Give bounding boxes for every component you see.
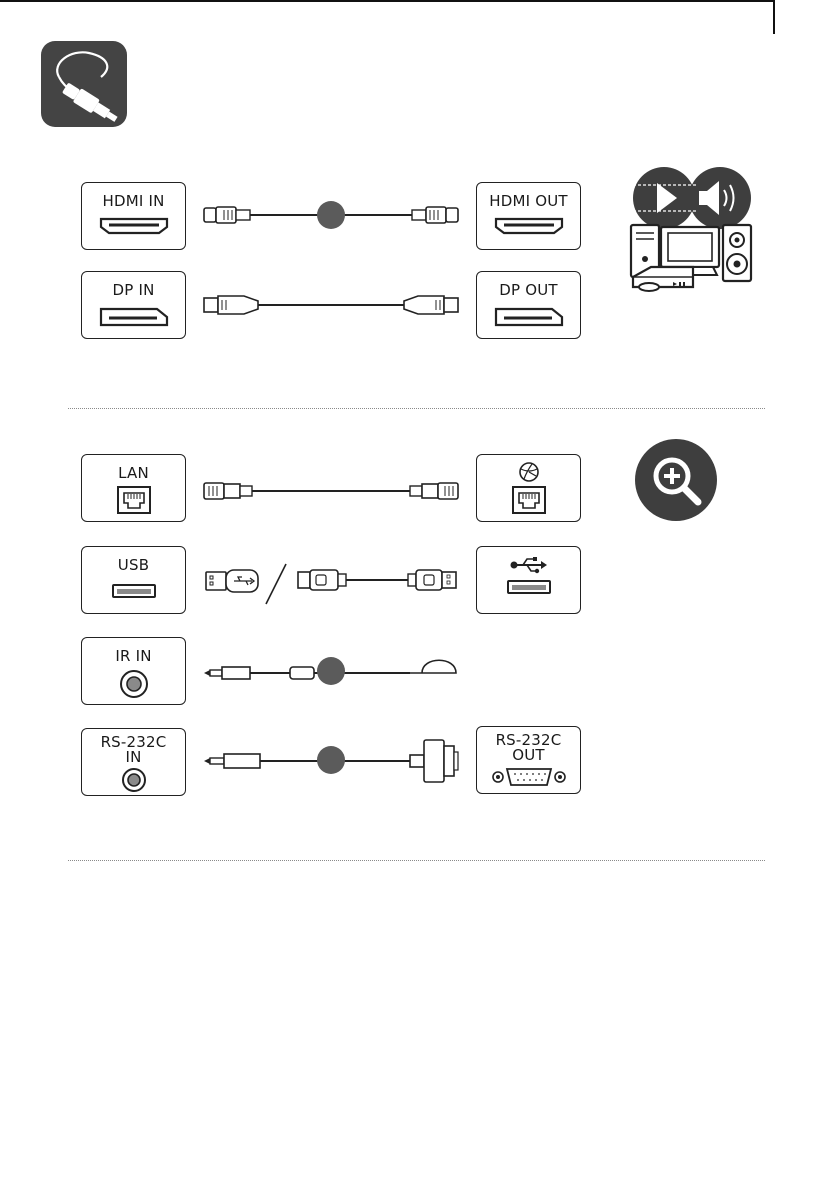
rs232c-in-label: RS-232C IN <box>101 735 167 765</box>
usb-label: USB <box>118 557 149 573</box>
cable-icon <box>41 41 127 127</box>
ir-receiver-cable <box>200 648 462 688</box>
displayport-connector-icon <box>99 307 169 327</box>
lan-cable <box>200 476 462 506</box>
rs232c-out-label: RS-232C OUT <box>496 733 562 763</box>
media-devices-icon <box>627 163 755 293</box>
page-corner-tick <box>773 0 775 34</box>
hdmi-connector-icon <box>494 217 564 235</box>
hdmi-connector-icon <box>99 217 169 235</box>
audio-jack-icon <box>121 767 147 793</box>
dp-out-port: DP OUT <box>476 271 581 339</box>
displayport-cable <box>200 290 462 320</box>
rj45-jack-icon <box>511 485 547 515</box>
ir-in-label: IR IN <box>115 648 151 664</box>
rs232c-in-port: RS-232C IN <box>81 728 186 796</box>
hdmi-in-port: HDMI IN <box>81 182 186 250</box>
usb-a-jack-icon <box>506 579 552 595</box>
section-divider <box>68 860 765 861</box>
dp-in-port: DP IN <box>81 271 186 339</box>
usb-port: USB <box>81 546 186 614</box>
globe-icon <box>518 461 540 483</box>
network-port <box>476 454 581 522</box>
lan-port: LAN <box>81 454 186 522</box>
d-sub-connector-icon <box>491 766 567 788</box>
rs232c-cable <box>200 736 462 786</box>
usb-device-port <box>476 546 581 614</box>
audio-jack-icon <box>119 669 149 699</box>
section-divider <box>68 408 765 409</box>
dp-out-label: DP OUT <box>499 282 558 298</box>
hdmi-in-label: HDMI IN <box>102 193 164 209</box>
ir-in-port: IR IN <box>81 637 186 705</box>
usb-symbol-icon <box>509 555 549 575</box>
displayport-connector-icon <box>494 307 564 327</box>
page-top-rule <box>0 0 774 2</box>
zoom-in-icon <box>634 438 718 522</box>
dp-in-label: DP IN <box>112 282 154 298</box>
usb-a-jack-icon <box>111 583 157 599</box>
rs232c-out-port: RS-232C OUT <box>476 726 581 794</box>
hdmi-out-port: HDMI OUT <box>476 182 581 250</box>
usb-stick-or-cable <box>200 560 462 606</box>
lan-label: LAN <box>118 465 149 481</box>
hdmi-cable <box>200 198 462 232</box>
hdmi-out-label: HDMI OUT <box>489 193 568 209</box>
rj45-jack-icon <box>116 485 152 515</box>
